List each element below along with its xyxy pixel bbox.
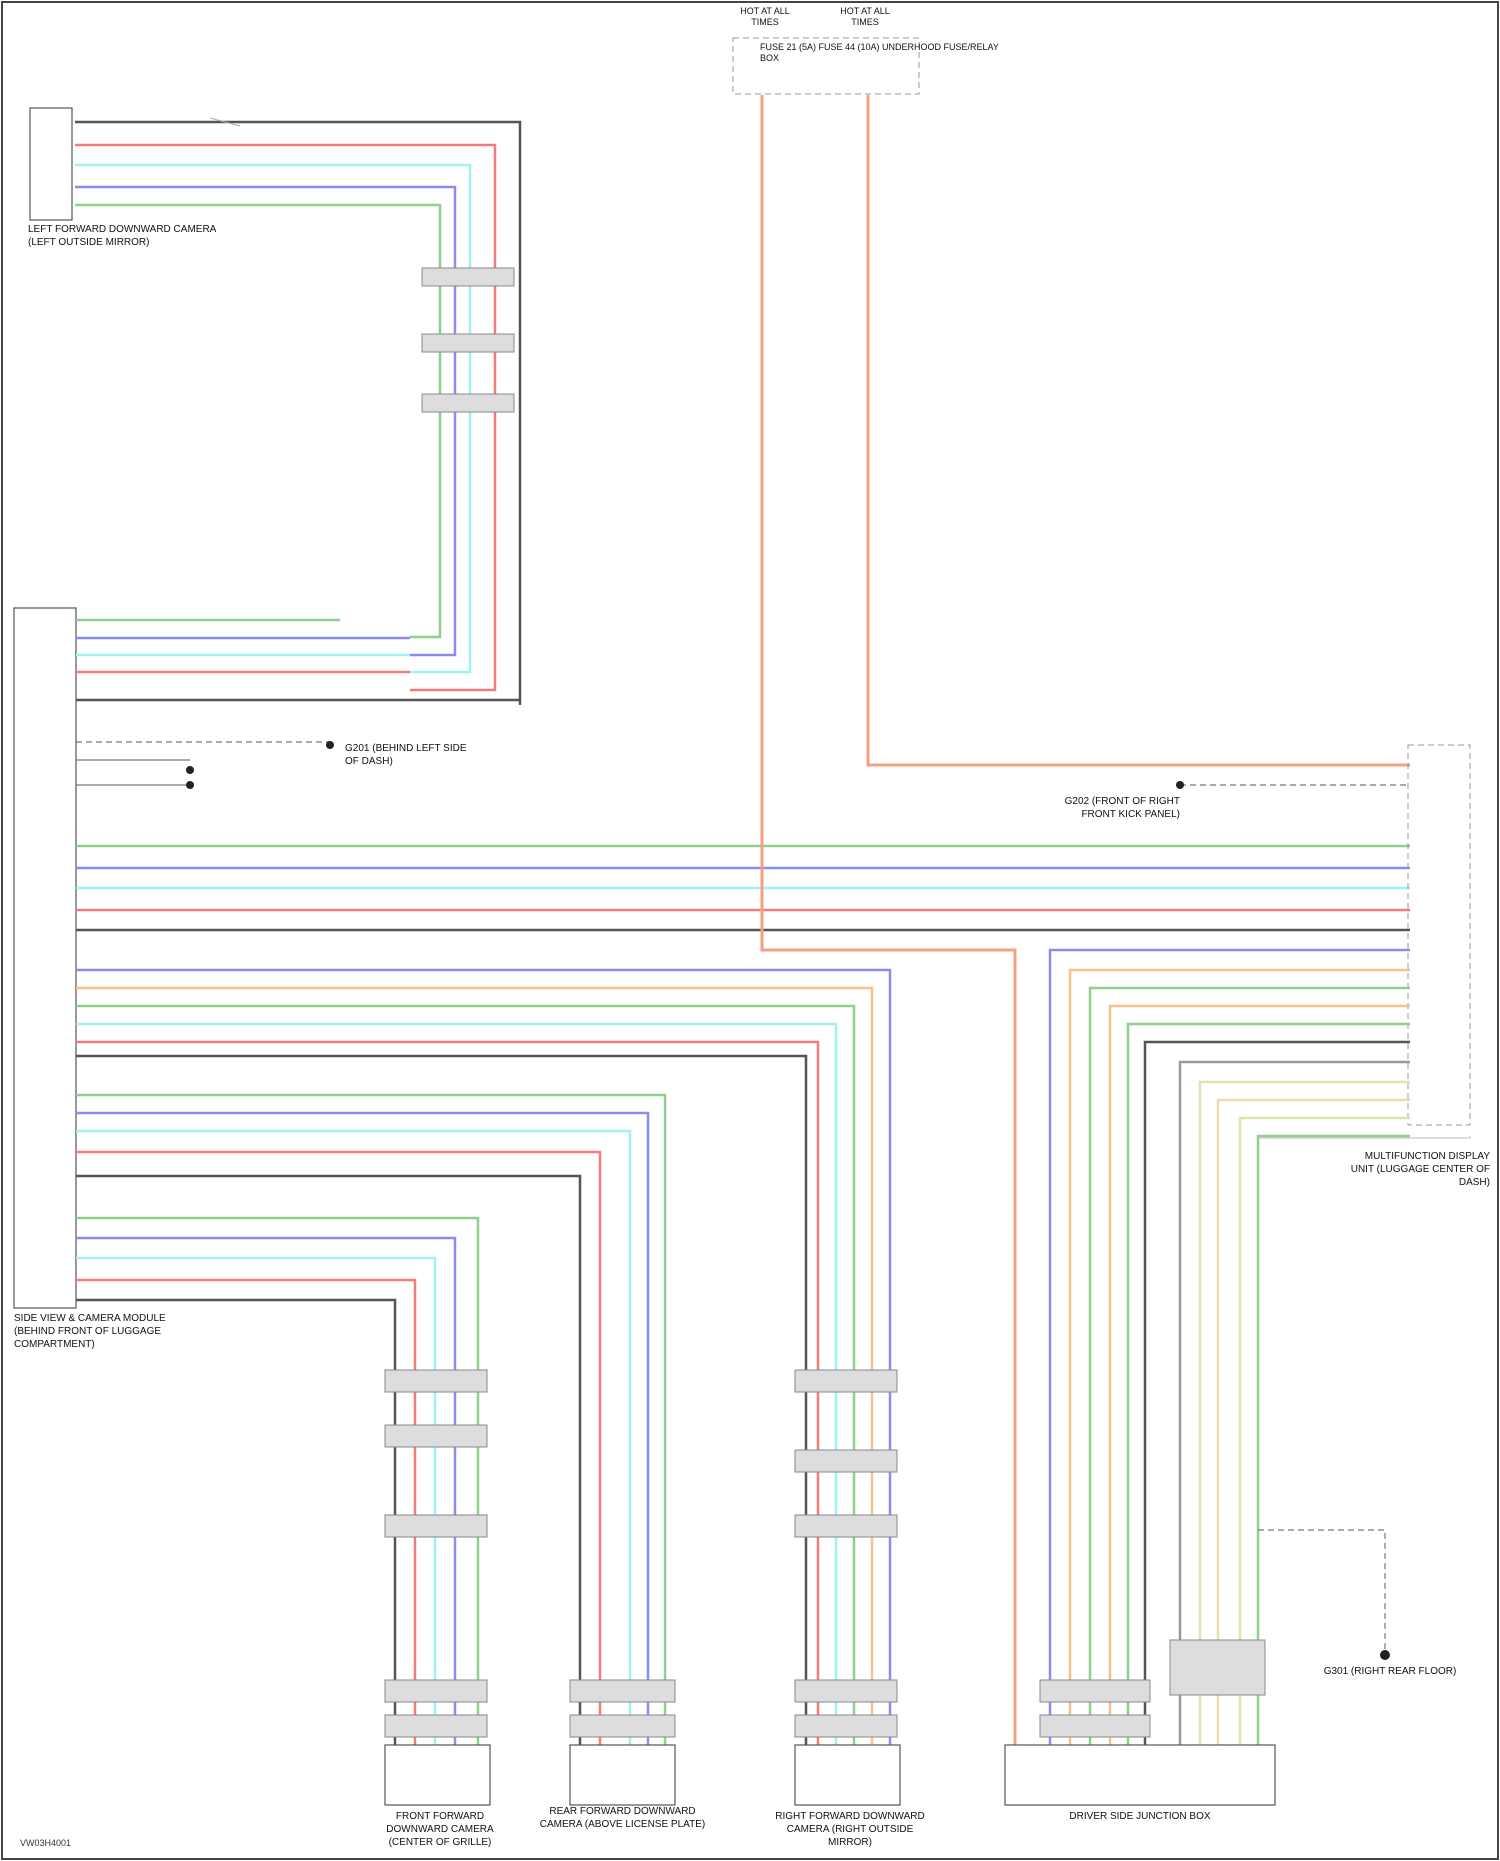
left-cam-connectors <box>422 268 514 412</box>
main-module-label: SIDE VIEW & CAMERA MODULE (BEHIND FRONT … <box>14 1312 194 1351</box>
right-module-box <box>1408 745 1470 1125</box>
main-module-box <box>14 608 76 1308</box>
right-camera-box <box>795 1745 900 1805</box>
rear-camera-box <box>570 1745 675 1805</box>
bottom-module-box <box>1005 1745 1275 1805</box>
fuse-wires <box>733 38 1410 1745</box>
ground-bottom-label: G301 (RIGHT REAR FLOOR) <box>1320 1665 1460 1678</box>
bottom-modules <box>385 1745 1275 1805</box>
ground-right-label: G202 (FRONT OF RIGHT FRONT KICK PANEL) <box>1050 795 1180 821</box>
left-camera-group <box>30 108 520 705</box>
ground-left-label: G201 (BEHIND LEFT SIDE OF DASH) <box>345 742 475 768</box>
right-module-group <box>1050 745 1470 1745</box>
right-module-label: MULTIFUNCTION DISPLAY UNIT (LUGGAGE CENT… <box>1340 1150 1490 1189</box>
right-camera-label: RIGHT FORWARD DOWNWARD CAMERA (RIGHT OUT… <box>770 1810 930 1849</box>
lower-connectors <box>385 1370 1265 1737</box>
wire-left-cam-gray <box>75 122 520 705</box>
bottom-module-label: DRIVER SIDE JUNCTION BOX <box>1060 1810 1220 1823</box>
left-camera-label: LEFT FORWARD DOWNWARD CAMERA (LEFT OUTSI… <box>28 223 218 249</box>
diagram-code: VW03H4001 <box>20 1838 71 1848</box>
rear-camera-label: REAR FORWARD DOWNWARD CAMERA (ABOVE LICE… <box>530 1805 715 1831</box>
wire-left-cam-green <box>75 205 440 637</box>
fuse-right-label: HOT AT ALL TIMES <box>830 6 900 28</box>
wire-left-cam-blue <box>75 187 455 655</box>
fuse-left-label: HOT AT ALL TIMES <box>730 6 800 28</box>
fuse-block-label: FUSE 21 (5A) FUSE 44 (10A) UNDERHOOD FUS… <box>760 42 1000 64</box>
front-camera-label: FRONT FORWARD DOWNWARD CAMERA (CENTER OF… <box>365 1810 515 1849</box>
front-camera-box <box>385 1745 490 1805</box>
left-camera-box <box>30 108 72 220</box>
